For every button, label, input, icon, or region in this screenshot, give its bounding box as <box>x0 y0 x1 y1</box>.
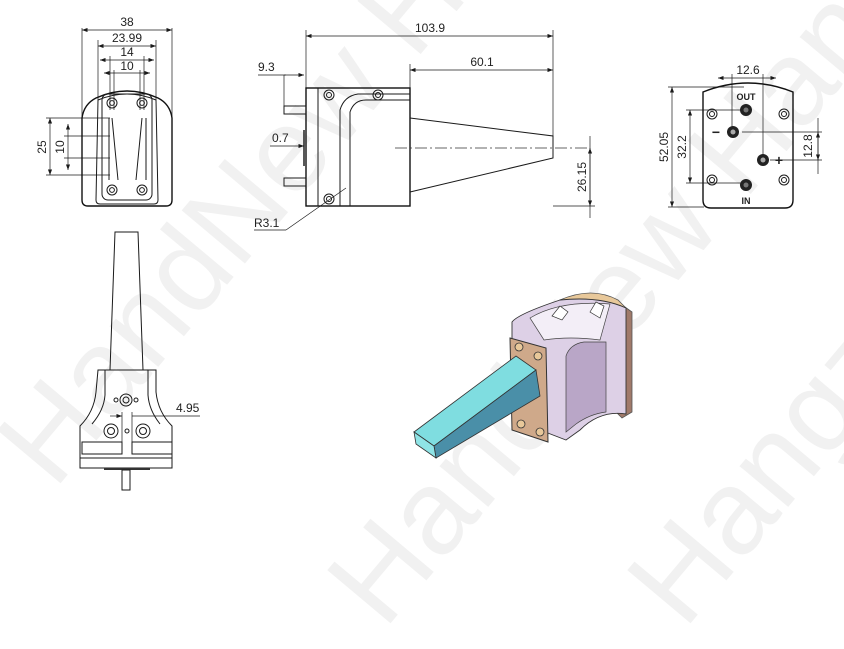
dim-52-05: 52.05 <box>657 132 671 162</box>
dim-32-2: 32.2 <box>675 135 689 159</box>
dim-0-7: 0.7 <box>272 131 289 145</box>
label-in: IN <box>742 196 751 206</box>
drawing-canvas: 38 23.99 14 10 25 10 <box>35 15 822 491</box>
isometric-view <box>413 292 633 459</box>
top-view: 4.95 <box>79 231 200 491</box>
front-view: 38 23.99 14 10 25 10 <box>35 15 173 207</box>
rear-view: 52.05 32.2 12.6 12.8 OUT IN − + <box>657 63 822 209</box>
dim-60-1: 60.1 <box>470 55 494 69</box>
dim-14: 14 <box>120 45 134 59</box>
dim-r3-1: R3.1 <box>254 216 280 230</box>
dim-12-8: 12.8 <box>801 134 815 158</box>
dim-10-side: 10 <box>53 140 67 154</box>
label-plus: + <box>775 152 783 168</box>
dim-12-6: 12.6 <box>736 63 760 77</box>
mount-hole <box>106 97 148 196</box>
label-minus: − <box>712 124 720 140</box>
dim-23-99: 23.99 <box>112 31 142 45</box>
dim-4-95: 4.95 <box>176 401 200 415</box>
dim-9-3: 9.3 <box>258 60 275 74</box>
dim-103-9: 103.9 <box>415 21 445 35</box>
label-out: OUT <box>737 92 757 102</box>
dim-25: 25 <box>35 140 49 154</box>
dim-26-15: 26.15 <box>575 162 589 192</box>
side-view: 103.9 60.1 9.3 0.7 26.15 R3.1 <box>254 21 595 231</box>
dim-38: 38 <box>120 15 134 29</box>
dim-10-top: 10 <box>120 59 134 73</box>
